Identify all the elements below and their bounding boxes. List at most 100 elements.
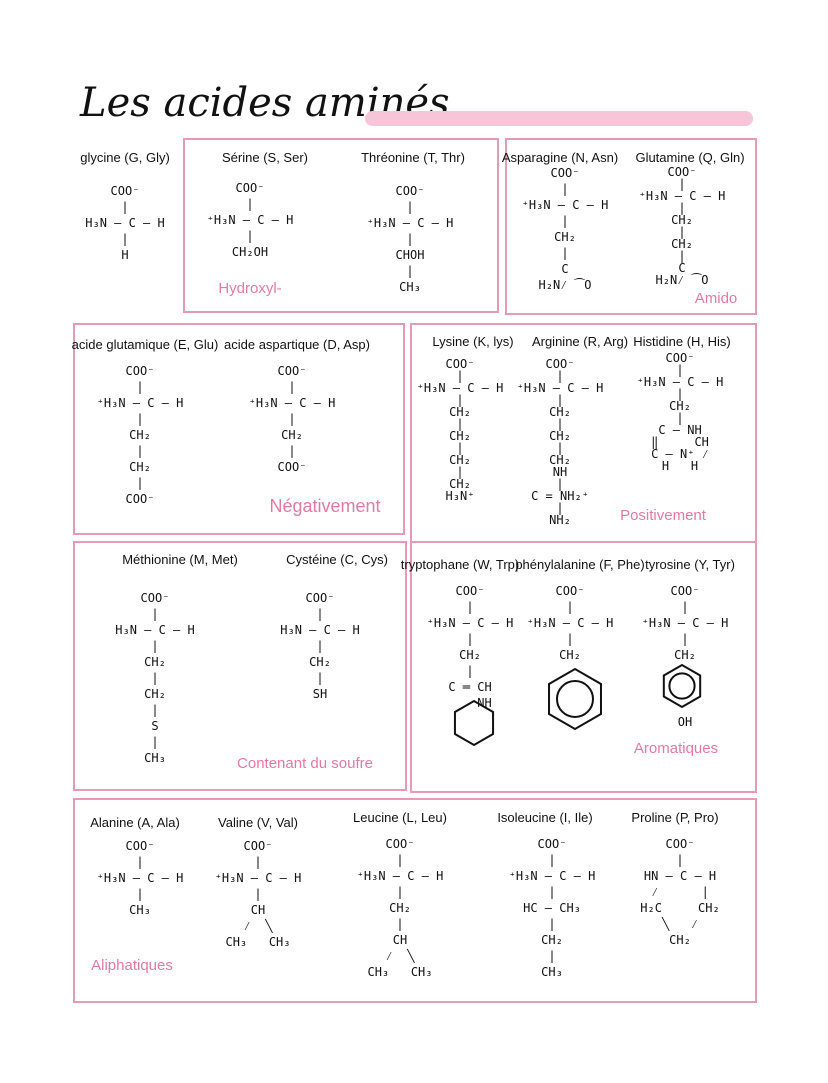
formula-line: CH₂ xyxy=(129,460,151,474)
formula-line: | xyxy=(396,917,404,931)
structural-formula: COO⁻|⁺H₃N — C — H|CH₂OH xyxy=(207,180,294,260)
formula-line: | xyxy=(406,232,414,246)
formula-line: | xyxy=(316,607,324,621)
formula-line: CH₂ xyxy=(129,428,151,442)
formula-line: S xyxy=(151,719,159,733)
amino-acid-name: Asparagine (N, Asn) xyxy=(501,150,619,165)
formula-line: H xyxy=(121,248,129,262)
formula-line: | xyxy=(466,600,474,614)
formula-line: NH₂ xyxy=(549,513,571,527)
formula-line: COO⁻ xyxy=(305,591,335,605)
formula-line: ⁄ ╲ xyxy=(243,919,273,933)
formula-line: C xyxy=(561,262,569,276)
formula-line: | xyxy=(246,197,254,211)
formula-line: CH₂ xyxy=(449,453,471,467)
formula-line: ⁺H₃N — C — H xyxy=(416,381,504,395)
formula-line: ⁺H₃N — C — H xyxy=(356,869,444,883)
amino-acid-name: Leucine (L, Leu) xyxy=(353,810,447,825)
formula-line: COO⁻ xyxy=(140,591,170,605)
formula-line: | xyxy=(136,887,144,901)
formula-line: | xyxy=(246,229,254,243)
formula-line: ‖ CH xyxy=(651,435,709,449)
formula-line: | xyxy=(406,200,414,214)
formula-line: | xyxy=(121,200,129,214)
formula-line: HC — CH₃ xyxy=(523,901,581,915)
formula-line: C — NH xyxy=(658,423,702,437)
formula-line: | xyxy=(678,177,686,191)
structural-formula: COO⁻|⁺H₃N — C — H|CH₂|CH₂|COO⁻ xyxy=(97,363,184,507)
structural-formula: COO⁻|⁺H₃N — C — H|CHOH|CH₃ xyxy=(367,183,454,295)
hydroxyl-group: OH xyxy=(677,715,693,729)
formula-line: CH₂ xyxy=(144,687,166,701)
formula-line: CH₂ xyxy=(549,453,571,467)
box-aromatic xyxy=(410,541,757,793)
indole-benzene-ring-icon xyxy=(453,699,495,747)
formula-line: | xyxy=(456,369,464,383)
formula-line: CH₂ xyxy=(449,405,471,419)
formula-line: CH₂ xyxy=(449,477,471,491)
formula-line: | xyxy=(566,632,574,646)
formula-line: | xyxy=(136,476,144,490)
formula-line: | xyxy=(681,600,689,614)
formula-line: COO⁻ xyxy=(455,584,485,598)
formula-line: | xyxy=(556,369,564,383)
formula-line: | xyxy=(151,671,159,685)
amino-acid-name: Cystéine (C, Cys) xyxy=(286,552,388,567)
formula-line: ╲ ⁄ xyxy=(661,917,699,931)
structural-formula: COO⁻|H₃N — C — H|H xyxy=(85,183,164,263)
formula-line: CH₂ xyxy=(669,933,691,947)
formula-line: | xyxy=(151,703,159,717)
structural-formula: COO⁻|⁺H₃N — C — H|CH₂|CH⁄ ╲CH₃ CH₃ xyxy=(357,836,444,980)
formula-line: | xyxy=(288,380,296,394)
structural-formula: COO⁻|⁺H₃N — C — H|CH₂|C ═ CH NH xyxy=(427,583,514,711)
structural-formula: COO⁻|H₃N — C — H|CH₂|SH xyxy=(280,590,359,702)
formula-line: COO⁻ xyxy=(277,364,307,378)
formula-line: | xyxy=(288,412,296,426)
formula-line: | xyxy=(676,387,684,401)
formula-line: CH₂ xyxy=(554,230,576,244)
formula-line: CH₂ xyxy=(449,429,471,443)
formula-line: | xyxy=(151,735,159,749)
formula-line: H₃N⁺ xyxy=(445,489,475,503)
formula-line: ⁺H₃N — C — H xyxy=(366,216,454,230)
amino-acid-name: Lysine (K, lys) xyxy=(432,334,514,349)
formula-line: COO⁻ xyxy=(545,357,575,371)
amino-acid-name: glycine (G, Gly) xyxy=(80,150,170,165)
formula-line: C = NH₂⁺ xyxy=(531,489,589,503)
box-aliphatic xyxy=(73,798,757,1003)
formula-line: | xyxy=(136,444,144,458)
box-negative xyxy=(73,323,405,535)
formula-line: COO⁻ xyxy=(667,165,697,179)
structural-formula: COO⁻|⁺H₃N — C — H|CH₂ xyxy=(527,583,614,663)
formula-line: ⁺H₃N — C — H xyxy=(96,396,184,410)
amino-acid-name: Glutamine (Q, Gln) xyxy=(635,150,745,165)
formula-line: | xyxy=(556,477,564,491)
formula-line: | xyxy=(288,444,296,458)
formula-line: COO⁻ xyxy=(243,839,273,853)
formula-line: CH xyxy=(250,903,266,917)
formula-line: ⁺H₃N — C — H xyxy=(636,375,724,389)
formula-line: H₂N⁄ ⁀O xyxy=(538,278,592,292)
category-amido: Amido xyxy=(694,290,738,307)
formula-line: | xyxy=(561,214,569,228)
formula-line: C ═ CH xyxy=(448,680,492,694)
amino-acid-name: acide glutamique (E, Glu) xyxy=(71,337,219,352)
structural-formula: COO⁻|⁺H₃N — C — H|CH₂|COO⁻ xyxy=(249,363,336,475)
formula-line: | xyxy=(466,664,474,678)
amino-acid-name: phénylalanine (F, Phe) xyxy=(515,557,645,572)
structural-formula: COO⁻|⁺H₃N — C — H|CH₂ xyxy=(642,583,729,663)
structural-formula: COO⁻|H₃N — C — H|CH₂|CH₂|S|CH₃ xyxy=(115,590,194,766)
amino-acid-name: Histidine (H, His) xyxy=(633,334,731,349)
formula-line: CH₂ xyxy=(541,933,563,947)
amino-acid-name: Sérine (S, Ser) xyxy=(222,150,308,165)
formula-line: COO⁻ xyxy=(125,492,155,506)
formula-line: | xyxy=(121,232,129,246)
formula-line: NH xyxy=(448,696,492,710)
formula-line: C xyxy=(678,261,686,275)
formula-line: ⁺H₃N — C — H xyxy=(516,381,604,395)
formula-line: | xyxy=(566,600,574,614)
formula-line: | xyxy=(136,412,144,426)
formula-line: | xyxy=(136,855,144,869)
formula-line: | xyxy=(556,441,564,455)
